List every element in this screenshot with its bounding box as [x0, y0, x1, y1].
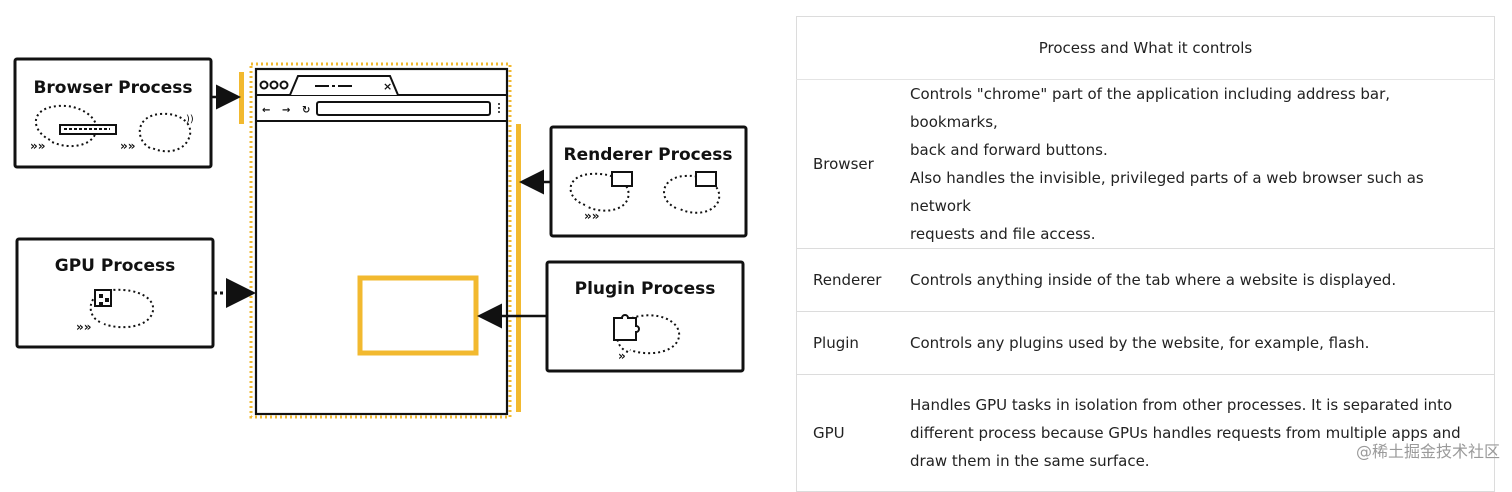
- process-description: Handles GPU tasks in isolation from othe…: [894, 374, 1495, 492]
- browser-highlight-bar: [239, 72, 244, 124]
- svg-text:»»: »»: [584, 209, 600, 223]
- browser-process-title: Browser Process: [33, 78, 192, 98]
- process-table: Process and What it controls Browser Con…: [796, 16, 1495, 492]
- renderer-process-title: Renderer Process: [563, 145, 732, 165]
- table-row: Renderer Controls anything inside of the…: [796, 248, 1495, 312]
- process-name: Plugin: [796, 311, 894, 375]
- svg-text:←: ←: [262, 105, 270, 116]
- process-name: GPU: [796, 374, 894, 492]
- gpu-process-title: GPU Process: [55, 256, 176, 276]
- table-row: Plugin Controls any plugins used by the …: [796, 311, 1495, 375]
- svg-text:»»: »»: [76, 320, 92, 334]
- browser-process-box: Browser Process »» »» )): [13, 57, 213, 169]
- svg-text:↻: ↻: [302, 105, 310, 116]
- svg-text:»»: »»: [120, 139, 136, 153]
- process-diagram: × ← → ↻ Browser Process »» »» )) GPU Pro…: [13, 57, 748, 419]
- process-description: Controls anything inside of the tab wher…: [894, 248, 1495, 312]
- browser-window: × ← → ↻: [249, 62, 512, 419]
- renderer-process-box: Renderer Process »»: [549, 125, 748, 238]
- process-name: Renderer: [796, 248, 894, 312]
- svg-text:»: »: [618, 349, 626, 363]
- svg-text:»»: »»: [30, 139, 46, 153]
- table-row: Browser Controls "chrome" part of the ap…: [796, 79, 1495, 249]
- plugin-process-box: Plugin Process »: [545, 260, 745, 373]
- svg-text:×: ×: [383, 80, 392, 93]
- process-description: Controls any plugins used by the website…: [894, 311, 1495, 375]
- process-description: Controls "chrome" part of the applicatio…: [894, 79, 1495, 249]
- gpu-process-box: GPU Process »»: [15, 237, 215, 349]
- table-row: GPU Handles GPU tasks in isolation from …: [796, 374, 1495, 492]
- svg-text:)): )): [186, 114, 194, 125]
- watermark: @稀土掘金技术社区: [1355, 442, 1500, 461]
- table-header: Process and What it controls: [796, 16, 1495, 80]
- process-name: Browser: [796, 79, 894, 249]
- plugin-process-title: Plugin Process: [575, 279, 716, 299]
- svg-text:→: →: [282, 105, 290, 116]
- renderer-highlight-bar: [516, 124, 521, 412]
